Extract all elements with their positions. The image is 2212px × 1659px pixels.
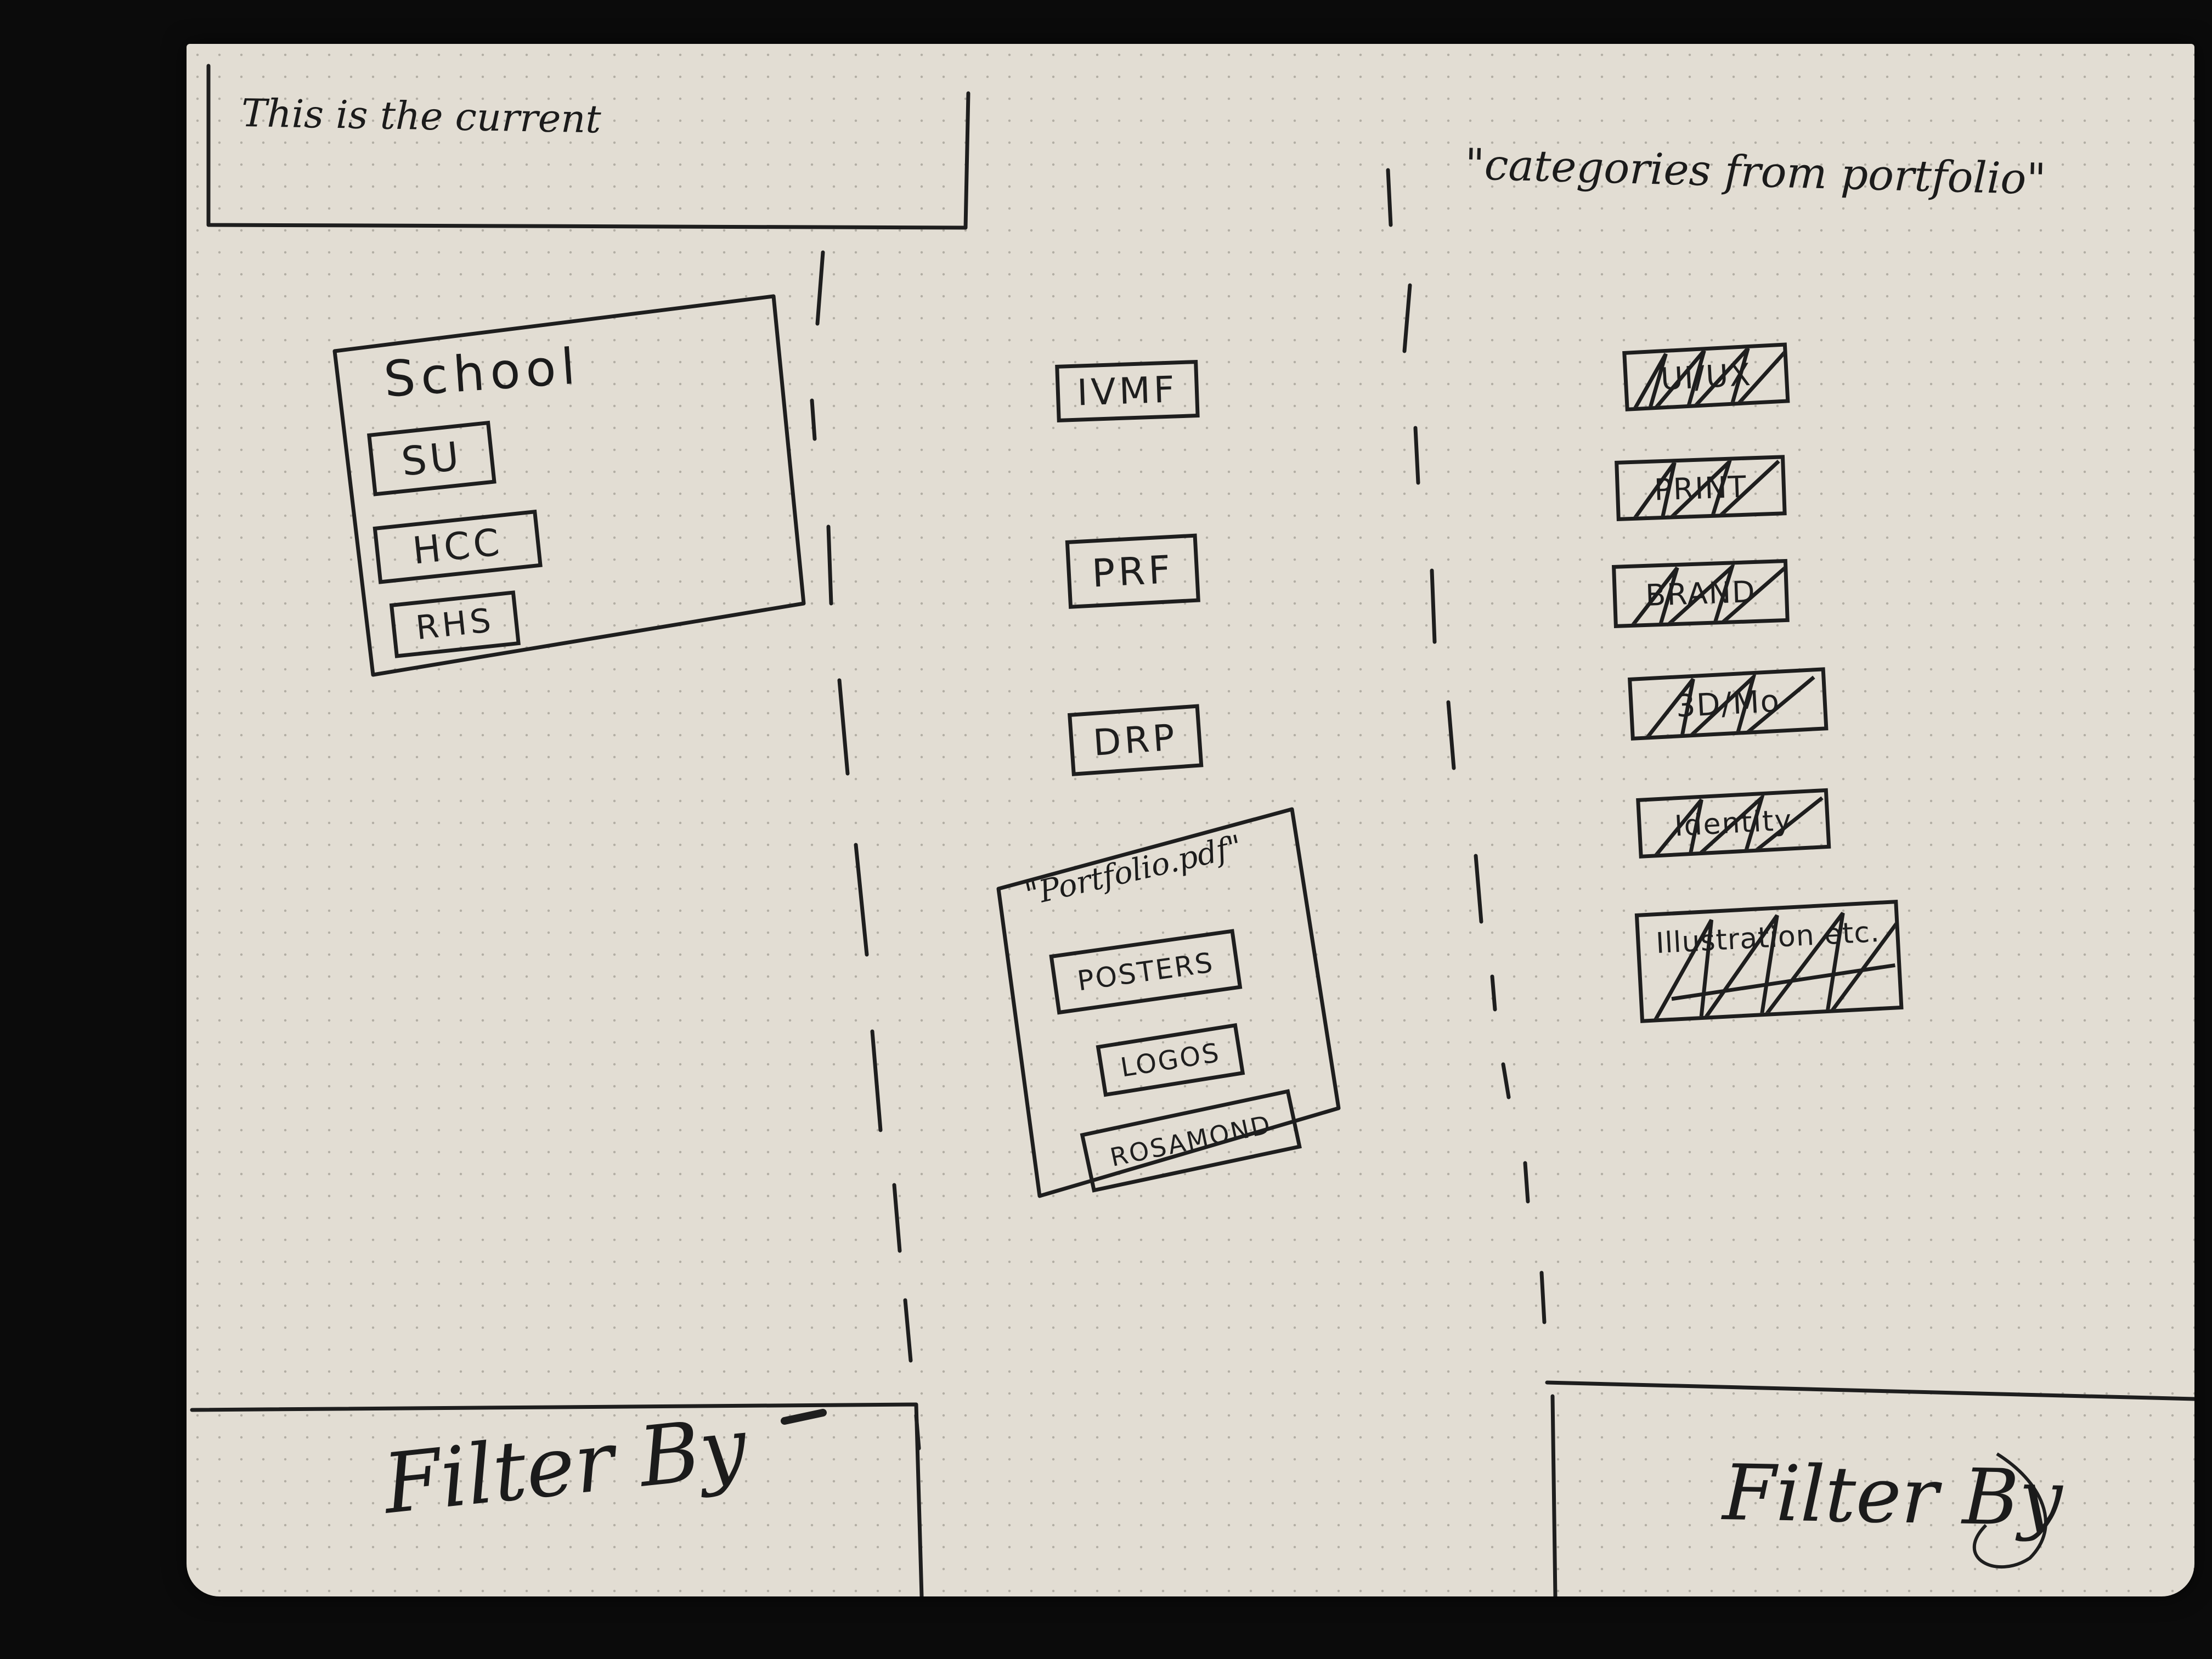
school-panel-outline (332, 294, 806, 677)
scribble-strike (1626, 455, 1780, 521)
scribble-strike (1645, 792, 1824, 859)
category-brand-crossed: BRAND (1611, 558, 1790, 628)
sketch-paper: This is the current "categories from por… (187, 44, 2194, 1596)
tag-drp[interactable]: DRP (1067, 704, 1204, 776)
left-divider (810, 250, 921, 1451)
scribble-strike (1629, 347, 1788, 411)
filter-box-left-outline (190, 1402, 924, 1596)
sketch-lines (190, 64, 2194, 1596)
scribble-strike (1623, 561, 1788, 628)
portfolio-panel-outline (996, 807, 1341, 1198)
category-illustration-crossed: Illustration etc. (1634, 900, 1904, 1023)
filter-by-right: Filter By (1722, 1448, 2063, 1544)
scribble-strike (1649, 912, 1900, 1023)
category-3d-motion-crossed: 3D/Mo (1627, 667, 1829, 741)
header-box-outline (206, 64, 970, 230)
tag-ivmf[interactable]: IVMF (1055, 359, 1200, 422)
category-identity-crossed: Identity (1636, 788, 1831, 859)
right-divider (1386, 168, 1547, 1324)
category-ui-ux-crossed: UI/UX (1622, 342, 1790, 411)
filter-box-right-outline (1545, 1380, 2194, 1596)
category-print-crossed: PRINT (1615, 455, 1787, 521)
header-note: This is the current (241, 91, 602, 142)
scribble-strike (1637, 670, 1815, 741)
school-chip-su[interactable]: SU (366, 420, 496, 496)
tag-prf[interactable]: PRF (1065, 533, 1200, 609)
